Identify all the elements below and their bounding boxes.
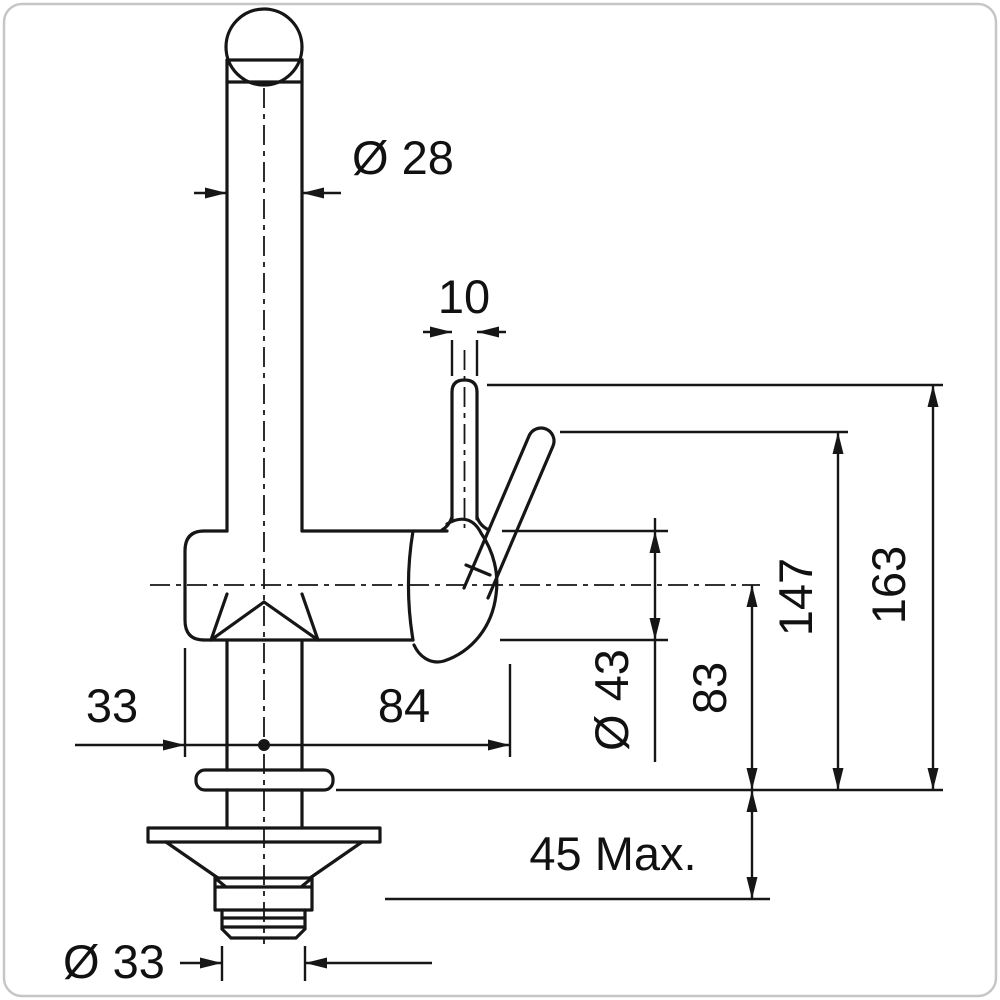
arrow-right-icon <box>200 957 222 969</box>
arrow-up-icon <box>746 790 758 812</box>
spout-head-circle <box>224 7 304 87</box>
cone-flare-right <box>300 592 320 642</box>
handle-boss <box>412 517 499 664</box>
dim-reach-label: 84 <box>378 679 430 732</box>
dim-lever-width-label: 10 <box>438 270 490 323</box>
arrow-up-icon <box>746 585 758 607</box>
body-left-cap <box>183 529 206 642</box>
arrow-down-icon <box>832 768 844 790</box>
dim-spout-diameter-label: Ø 28 <box>352 131 454 184</box>
dim-lever-height: 147 <box>560 430 848 790</box>
cone-v-left <box>209 600 266 642</box>
dim-lever-height-label: 147 <box>769 558 822 636</box>
dim-deck-thickness-label: 45 Max. <box>529 827 696 880</box>
dim-thread-diameter-label: Ø 33 <box>63 935 165 988</box>
base-collar <box>194 768 335 792</box>
arrow-up-icon <box>832 432 844 454</box>
mounting-plate-skirt <box>164 840 364 880</box>
arrow-down-icon <box>927 768 939 790</box>
dim-overall-height: 163 <box>487 383 943 790</box>
arrow-left-icon <box>302 187 324 199</box>
dim-rear-offset-label: 33 <box>86 679 138 732</box>
dim-rear-offset: 33 <box>75 648 264 757</box>
centerlines <box>150 88 760 944</box>
lever-collar-line <box>464 563 492 577</box>
dim-spout-axis-height: 83 <box>683 585 758 790</box>
lever-pin-dome <box>450 378 479 394</box>
dim-body-diameter-label: Ø 43 <box>585 649 638 751</box>
ext-line <box>220 946 307 981</box>
mounting-plate <box>146 826 382 844</box>
arrow-left-icon <box>477 326 499 338</box>
arrow-right-icon <box>163 739 185 751</box>
ext-line <box>450 340 479 376</box>
dim-reach: 84 <box>258 664 512 757</box>
faucet-outline <box>146 7 556 940</box>
lever-handle <box>462 426 556 600</box>
arrow-down-icon <box>649 618 661 640</box>
arrow-right-icon <box>430 326 452 338</box>
dim-spout-axis-height-label: 83 <box>683 662 736 714</box>
dim-lever-width: 10 <box>423 270 506 376</box>
dim-body-diameter: Ø 43 <box>500 518 668 762</box>
dim-deck-thickness: 45 Max. <box>385 790 770 901</box>
dim-thread-diameter: Ø 33 <box>63 935 432 988</box>
dim-overall-height-label: 163 <box>862 546 915 624</box>
arrow-right-icon <box>205 187 227 199</box>
threaded-tail <box>220 908 307 940</box>
cone-v-right <box>262 600 320 642</box>
arrow-right-icon <box>488 739 510 751</box>
arrow-down-icon <box>746 768 758 790</box>
arrow-up-icon <box>927 385 939 407</box>
arrow-left-icon <box>305 957 327 969</box>
lever-pin-flare-left <box>440 515 454 532</box>
cone-flare-left <box>209 592 229 642</box>
arrow-down-icon <box>746 877 758 899</box>
cartridge-seam <box>406 529 415 642</box>
mounting-nut <box>213 876 314 912</box>
arrow-up-icon <box>649 531 661 553</box>
ext-line <box>500 529 668 642</box>
dim-spout-diameter: Ø 28 <box>194 131 454 199</box>
